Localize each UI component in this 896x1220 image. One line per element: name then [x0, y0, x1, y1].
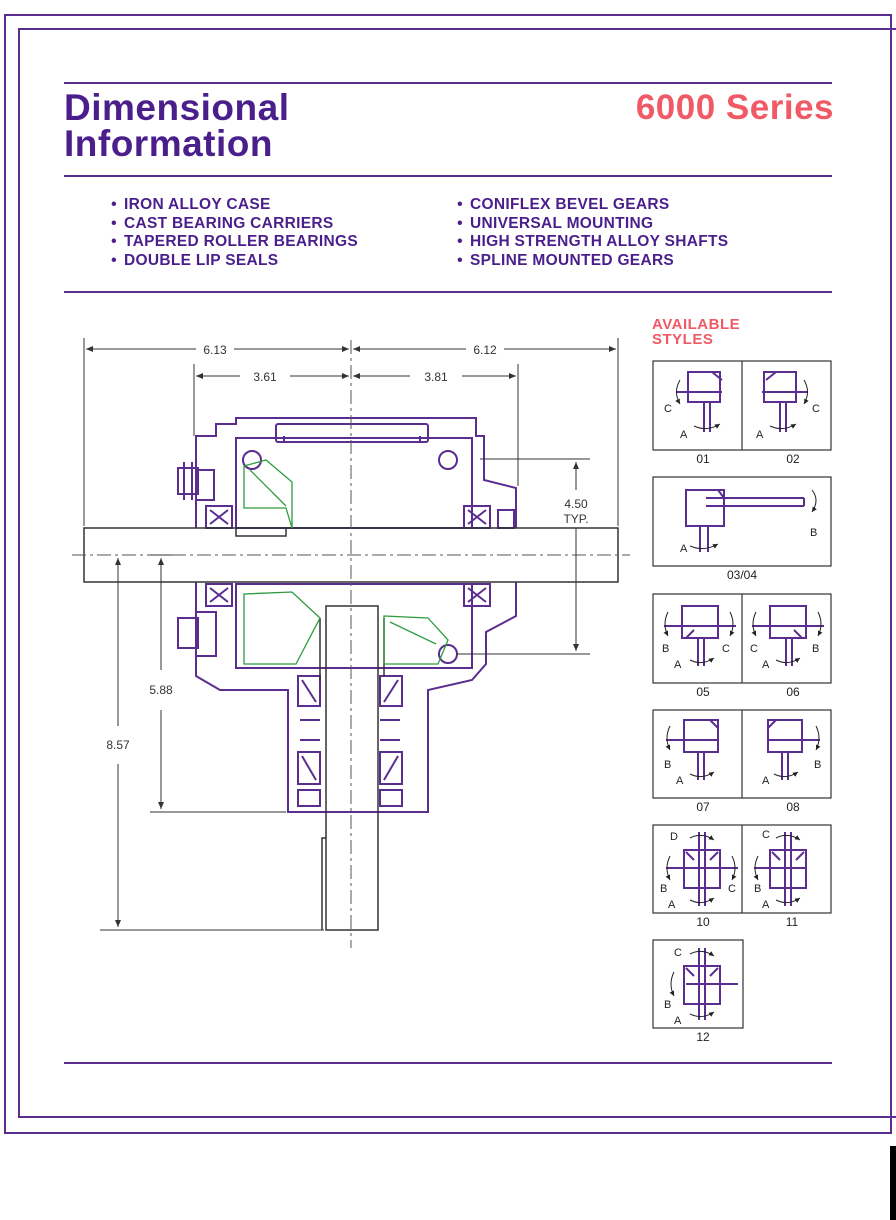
arrow-label: B [662, 643, 669, 655]
feature-item: CAST BEARING CARRIERS [104, 215, 358, 234]
arrow-label: A [756, 429, 764, 441]
feature-item: UNIVERSAL MOUNTING [450, 215, 728, 234]
feature-item: TAPERED ROLLER BEARINGS [104, 233, 358, 252]
bearing [297, 675, 321, 707]
style-label-11: 11 [786, 915, 799, 929]
series-title: 6000 Series [635, 88, 834, 127]
feature-item: IRON ALLOY CASE [104, 196, 358, 215]
feature-item: DOUBLE LIP SEALS [104, 252, 358, 271]
upper-cover [275, 423, 429, 443]
bearing [379, 675, 403, 707]
dim-mid-height: 5.88 [149, 683, 173, 697]
vertical-shaft [319, 605, 385, 931]
available-styles: C A C A 01 02 B A 03/04 [652, 360, 832, 1044]
lower-housing [195, 582, 517, 813]
dim-left-inner: 3.61 [253, 370, 277, 384]
dim-typ-label: TYP. [563, 512, 588, 526]
dim-right-overall: 6.12 [473, 343, 497, 357]
bearing [379, 751, 403, 785]
arrow-label: A [762, 659, 770, 671]
arrow-label: B [810, 527, 817, 539]
arrow-label: A [762, 899, 770, 911]
arrow-label: A [762, 775, 770, 787]
style-label-10: 10 [696, 915, 710, 929]
style-diagram-05-06: B C A C B A 05 06 [652, 593, 832, 699]
dimension-labels: 6.13 6.12 3.61 3.81 4.50 TYP. 5.88 8.57 [106, 343, 588, 752]
style-label-08: 08 [786, 800, 800, 814]
arrow-label: B [660, 883, 667, 895]
dim-left-overall: 6.13 [203, 343, 227, 357]
header-rule [64, 175, 832, 177]
upper-housing [195, 417, 517, 528]
style-label-06: 06 [786, 685, 800, 699]
arrow-label: A [668, 899, 676, 911]
bearing [205, 583, 233, 607]
arrow-label: C [812, 403, 820, 415]
arrow-label: D [670, 831, 678, 843]
style-diagram-03-04: B A 03/04 [652, 476, 832, 582]
features-rule [64, 291, 832, 293]
styles-heading-line-1: AVAILABLE [652, 316, 741, 333]
style-label-07: 07 [696, 800, 710, 814]
styles-heading-line-2: STYLES [652, 331, 714, 348]
lower-inner-cavity [235, 583, 473, 669]
arrow-label: B [812, 643, 819, 655]
bolt-hole [242, 450, 262, 470]
dim-height-typ: 4.50 [564, 497, 588, 511]
title-line-2: Information [64, 123, 273, 164]
arrow-label: B [754, 883, 761, 895]
feature-item: SPLINE MOUNTED GEARS [450, 252, 728, 271]
arrow-label: A [680, 543, 688, 555]
bolt-hole [438, 450, 458, 470]
dim-full-height: 8.57 [106, 738, 130, 752]
feature-item: HIGH STRENGTH ALLOY SHAFTS [450, 233, 728, 252]
arrow-label: A [680, 429, 688, 441]
bearing [297, 751, 321, 785]
top-rule [64, 82, 832, 84]
dimension-lines [83, 338, 619, 931]
dim-right-inner: 3.81 [424, 370, 448, 384]
style-label-05: 05 [696, 685, 710, 699]
arrow-label: C [762, 829, 770, 841]
bevel-gears [243, 459, 449, 665]
arrow-label: A [674, 1015, 682, 1027]
bolt-boss [177, 617, 199, 649]
gearbox-section [177, 417, 517, 813]
style-label-12: 12 [696, 1030, 710, 1044]
style-label-02: 02 [786, 452, 800, 466]
arrow-label: C [728, 883, 736, 895]
inner-border [18, 28, 896, 1118]
arrow-label: B [814, 759, 821, 771]
arrow-label: A [676, 775, 684, 787]
arrow-label: C [722, 643, 730, 655]
page-edge-mark [890, 1146, 896, 1220]
feature-list-left: IRON ALLOY CASE CAST BEARING CARRIERS TA… [104, 196, 358, 271]
style-diagram-12: C B A 12 [652, 939, 744, 1044]
page-title: Dimensional Information [64, 87, 290, 164]
outer-border [4, 14, 892, 1134]
arrow-label: C [674, 947, 682, 959]
arrow-label: C [664, 403, 672, 415]
style-label-03-04: 03/04 [727, 568, 757, 582]
bolt-boss [177, 467, 199, 495]
style-diagram-07-08: B A B A 07 08 [652, 709, 832, 814]
bottom-rule [64, 1062, 832, 1064]
bearing [463, 583, 491, 607]
upper-inner-cavity [235, 437, 473, 529]
arrow-label: A [674, 659, 682, 671]
arrow-label: C [750, 643, 758, 655]
arrow-label: B [664, 999, 671, 1011]
style-diagram-01-02: C A C A 01 02 [652, 360, 832, 466]
style-label-01: 01 [696, 452, 710, 466]
feature-list-right: CONIFLEX BEVEL GEARS UNIVERSAL MOUNTING … [450, 196, 728, 271]
title-line-1: Dimensional [64, 87, 290, 128]
style-diagram-10-11: D B C A C B A 10 11 [652, 824, 832, 929]
center-lines [72, 340, 630, 948]
feature-item: CONIFLEX BEVEL GEARS [450, 196, 728, 215]
arrow-label: B [664, 759, 671, 771]
available-styles-heading: AVAILABLE STYLES [652, 317, 740, 347]
